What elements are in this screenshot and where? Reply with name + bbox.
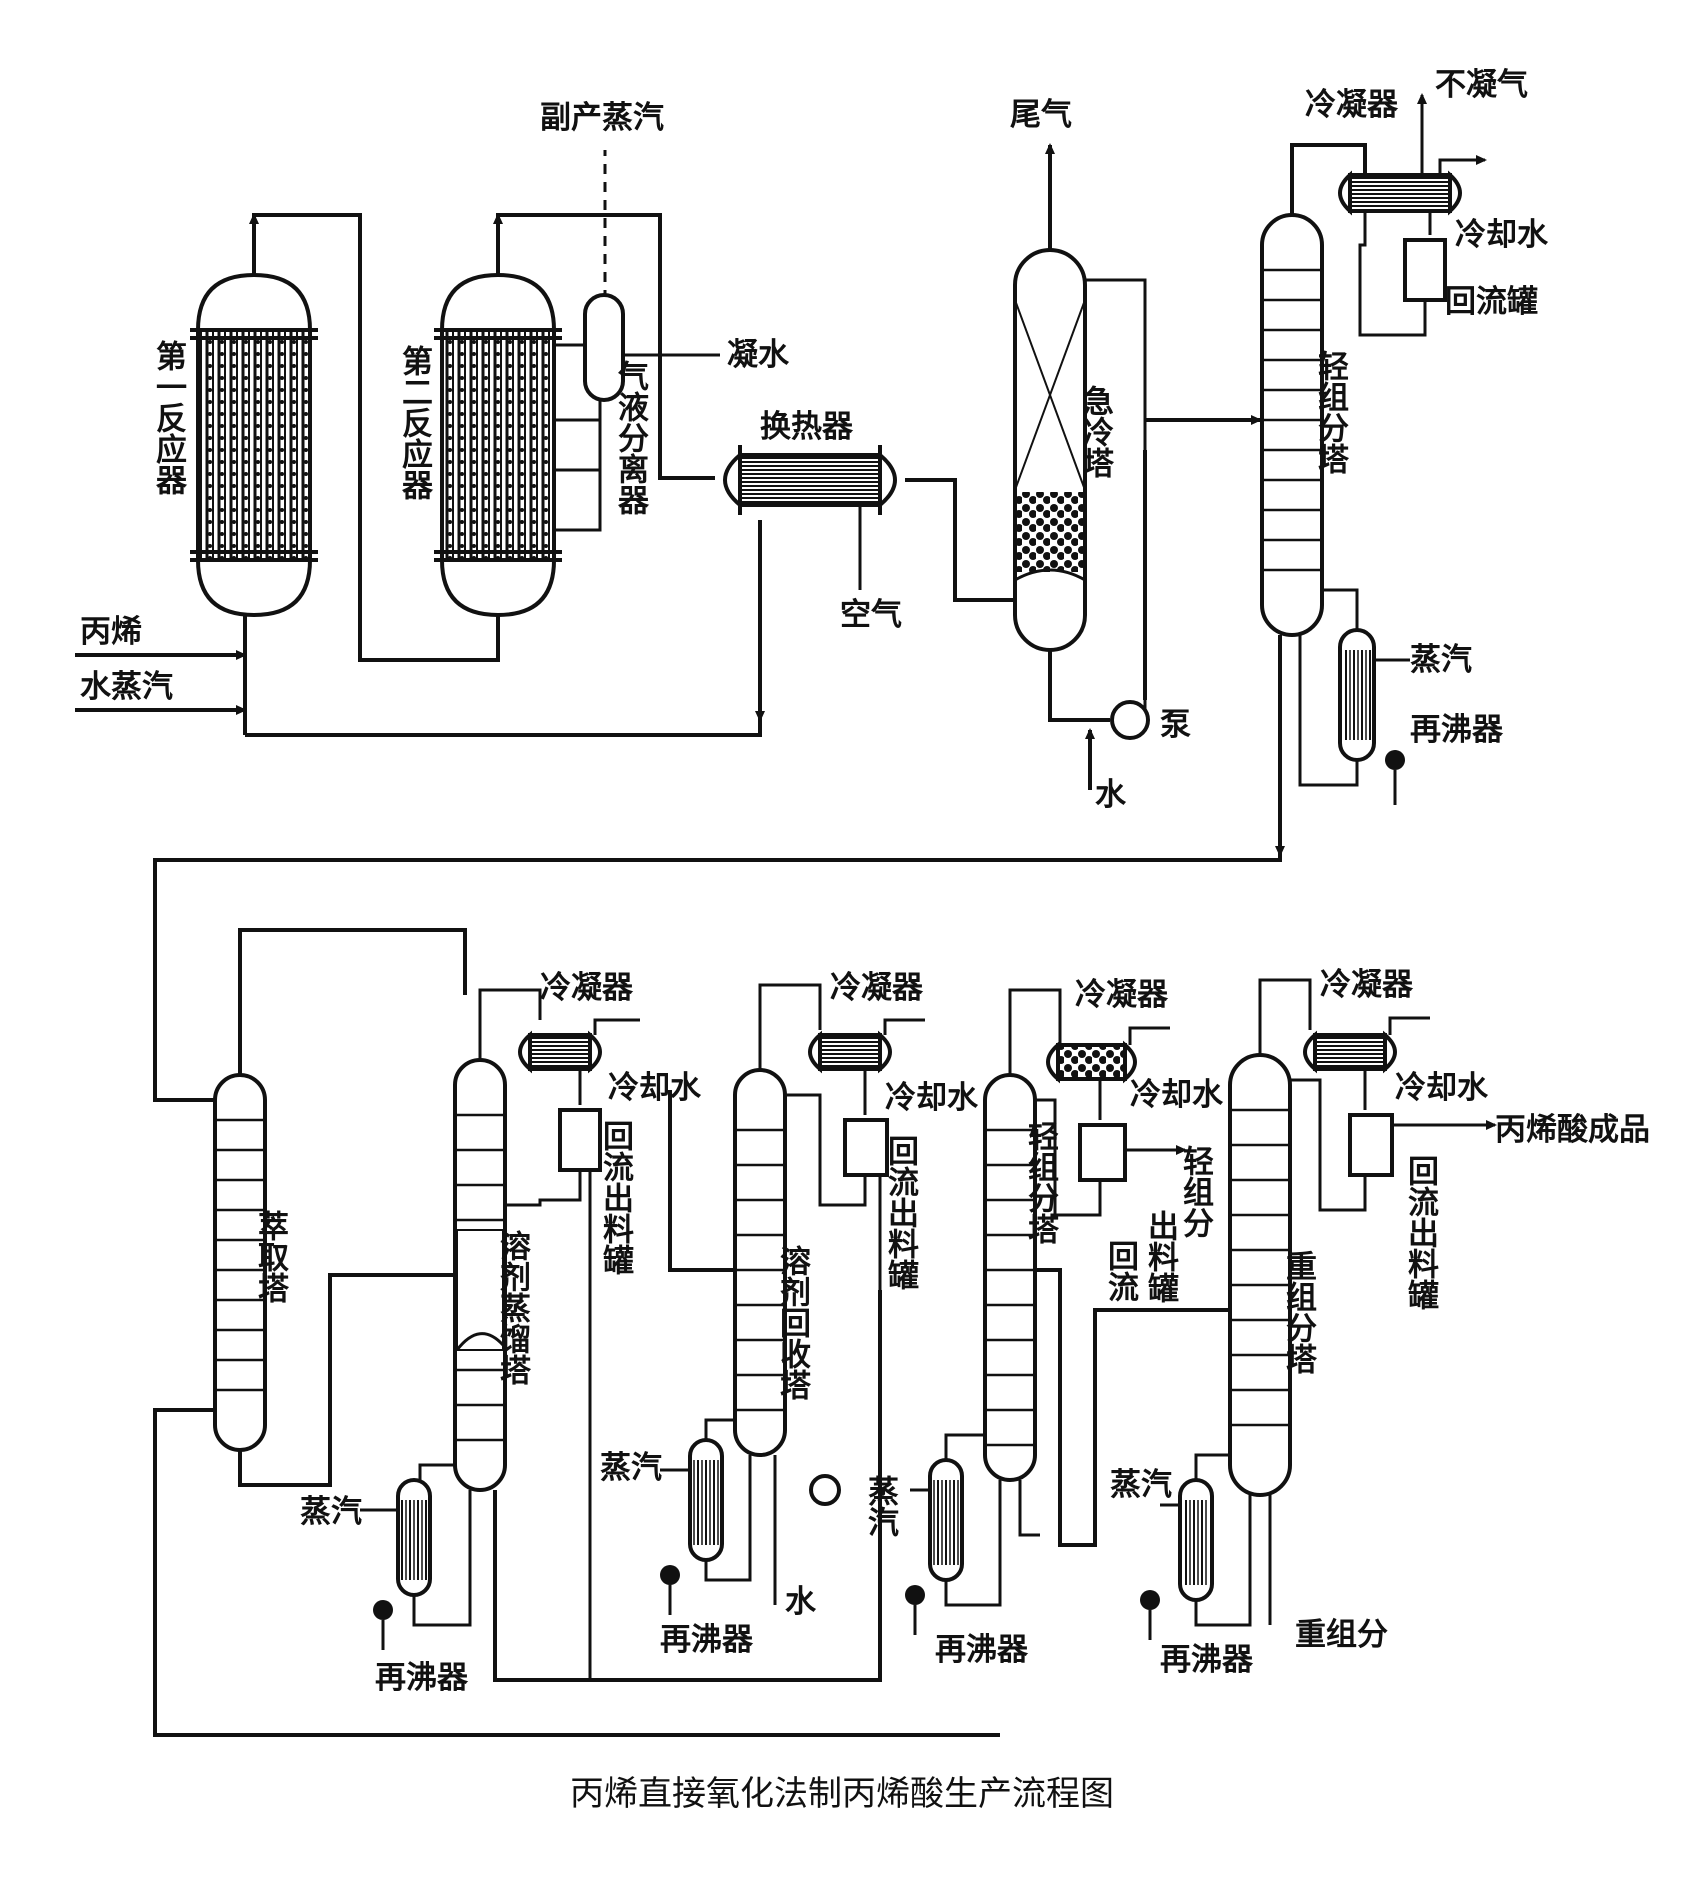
light-column-top-label: 轻组分塔 — [1312, 350, 1349, 474]
condensate-label: 凝水 — [727, 337, 790, 373]
heavy-column — [1140, 978, 1497, 1640]
exchanger-to-quench-line — [905, 478, 1015, 602]
reboiler-top-label: 再沸器 — [1410, 712, 1504, 748]
reactor-1-label: 第一反应器 — [150, 339, 188, 495]
cooling-water-4-label: 冷却水 — [1130, 1077, 1224, 1113]
heavy-column-label: 重组分塔 — [1280, 1250, 1317, 1374]
heat-exchanger-label: 换热器 — [760, 409, 854, 445]
condenser-4-label: 冷凝器 — [1075, 977, 1169, 1013]
light-column-trays — [1262, 268, 1322, 572]
reflux-out-drum-5-label: 回流出料罐 — [1402, 1155, 1439, 1310]
condenser-3-label: 冷凝器 — [830, 970, 924, 1006]
light-column-bottom-label: 轻组分塔 — [1022, 1120, 1059, 1244]
reactor-1 — [190, 272, 318, 618]
noncondensable-label: 不凝气 — [1435, 67, 1528, 103]
cooling-water-2-label: 冷却水 — [608, 1070, 702, 1106]
steam-5-label: 蒸汽 — [1110, 1467, 1172, 1503]
heat-exchanger — [723, 445, 897, 590]
product-label: 丙烯酸成品 — [1495, 1112, 1650, 1148]
water-out-label: 水 — [785, 1584, 817, 1620]
reactor-2-label: 第二反应器 — [396, 344, 434, 500]
reflux-out-drum-2-label: 回流出料罐 — [597, 1120, 634, 1275]
condenser-top-label: 冷凝器 — [1305, 87, 1399, 123]
air-label: 空气 — [840, 597, 902, 633]
extraction-tower — [153, 928, 1000, 1737]
condenser-5-label: 冷凝器 — [1320, 967, 1414, 1003]
out-drum-4-label: 出料罐 — [1142, 1210, 1179, 1303]
reboiler-2-label: 再沸器 — [375, 1660, 469, 1696]
light-column-top — [153, 93, 1487, 1102]
reflux-out-drum-3-label: 回流出料罐 — [882, 1135, 919, 1290]
steam-water-label: 水蒸汽 — [80, 669, 173, 705]
feed-lines — [75, 520, 765, 737]
steam-top-label: 蒸汽 — [1410, 642, 1472, 678]
byproduct-steam-label: 副产蒸汽 — [540, 100, 664, 136]
steam-3-label: 蒸汽 — [600, 1450, 662, 1486]
separator-label: 气液分离器 — [612, 360, 650, 515]
reflux-4-label: 回流 — [1102, 1240, 1139, 1302]
solvent-distill-label: 溶剂蒸馏塔 — [494, 1229, 531, 1385]
water-in-label: 水 — [1095, 777, 1127, 813]
solvent-distill-tower — [360, 988, 882, 1682]
quench-tower — [1013, 143, 1262, 790]
reboiler-3-label: 再沸器 — [660, 1622, 754, 1658]
condenser-2-label: 冷凝器 — [540, 970, 634, 1006]
reboiler-4-label: 再沸器 — [935, 1632, 1029, 1668]
tail-gas-label: 尾气 — [1010, 97, 1072, 133]
propylene-label: 丙烯 — [80, 614, 142, 650]
diagram-caption: 丙烯直接氧化法制丙烯酸生产流程图 — [570, 1774, 1114, 1814]
light-column-bottom — [905, 988, 1245, 1635]
reboiler-5-label: 再沸器 — [1160, 1642, 1254, 1678]
pump-label: 泵 — [1160, 707, 1191, 743]
extraction-tower-label: 萃取塔 — [252, 1210, 289, 1303]
gas-liquid-separator — [554, 293, 720, 532]
heavy-fraction-label: 重组分 — [1295, 1617, 1388, 1653]
cooling-water-5-label: 冷却水 — [1395, 1070, 1489, 1106]
steam-4-label: 蒸汽 — [862, 1475, 899, 1537]
solvent-recovery-label: 溶剂回收塔 — [774, 1244, 811, 1400]
steam-2-label: 蒸汽 — [300, 1494, 362, 1530]
reflux-drum-label: 回流罐 — [1445, 284, 1538, 320]
solvent-recovery-tower — [660, 983, 925, 1615]
reactor-2 — [434, 272, 562, 618]
light-fraction-label: 轻组分 — [1177, 1145, 1214, 1239]
cooling-water-top-label: 冷却水 — [1455, 217, 1549, 253]
cooling-water-3-label: 冷却水 — [885, 1080, 979, 1116]
quench-tower-label: 急冷塔 — [1077, 385, 1114, 478]
